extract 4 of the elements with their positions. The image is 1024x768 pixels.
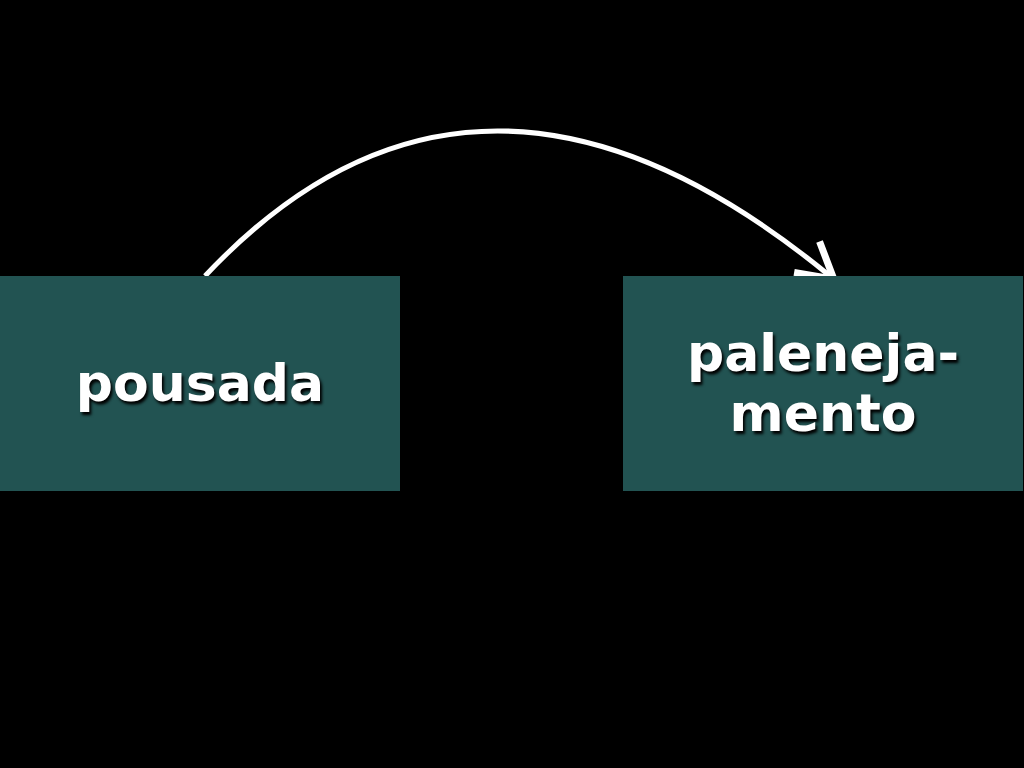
box-label: paleneja- mento <box>685 323 961 444</box>
text-box <box>623 276 1023 491</box>
box-label: pousada <box>75 353 325 414</box>
text-box <box>0 276 400 491</box>
